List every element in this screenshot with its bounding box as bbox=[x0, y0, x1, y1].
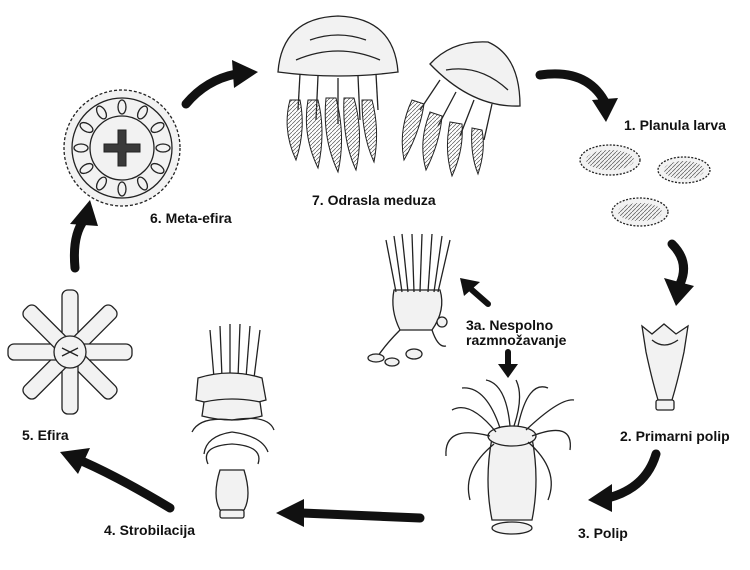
arrow-medusa-to-planula bbox=[540, 74, 618, 122]
metaephyra-illustration bbox=[64, 90, 180, 206]
primary-polyp-illustration bbox=[642, 324, 688, 410]
label-polyp: 3. Polip bbox=[578, 525, 628, 542]
arrow-asexual-up bbox=[460, 278, 488, 304]
arrow-ephyra-to-metaephyra bbox=[70, 200, 98, 268]
label-strobilation: 4. Strobilacija bbox=[104, 522, 195, 539]
label-planula-larva: 1. Planula larva bbox=[624, 117, 726, 134]
arrow-strobilation-to-ephyra bbox=[60, 448, 170, 508]
arrow-primary-polyp-to-polyp bbox=[588, 454, 656, 512]
planula-illustration bbox=[580, 145, 710, 226]
label-primary-polyp: 2. Primarni polip bbox=[620, 428, 730, 445]
polyp-illustration bbox=[446, 380, 574, 534]
arrow-polyp-to-strobilation bbox=[276, 499, 420, 527]
label-adult-medusa: 7. Odrasla meduza bbox=[312, 192, 436, 209]
budding-polyp-illustration bbox=[368, 234, 450, 366]
ephyra-illustration bbox=[8, 290, 132, 414]
label-asexual-reproduction-2: razmnožavanje bbox=[466, 332, 566, 349]
label-metaephyra: 6. Meta-efira bbox=[150, 210, 232, 227]
arrow-metaephyra-to-medusa bbox=[186, 60, 258, 104]
arrow-asexual-down bbox=[498, 352, 518, 378]
label-ephyra: 5. Efira bbox=[22, 427, 69, 444]
arrow-planula-to-primary-polyp bbox=[664, 244, 694, 306]
strobilation-illustration bbox=[192, 324, 274, 518]
adult-medusa-illustration bbox=[278, 16, 520, 176]
